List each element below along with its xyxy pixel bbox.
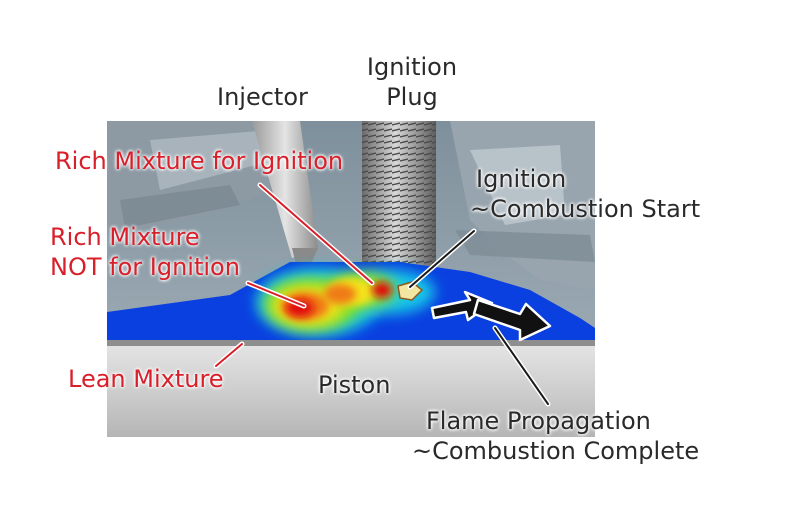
flame-propagation-label: Flame Propagation ~Combustion Complete <box>412 406 699 466</box>
ignition-plug-label-line2: Plug <box>386 83 438 111</box>
rich-mixture-blobs <box>256 268 435 336</box>
flame-propagation-label-line2: ~Combustion Complete <box>412 437 700 465</box>
ignition-plug-label-line1: Ignition <box>366 53 458 81</box>
flame-propagation-arrow <box>430 290 552 342</box>
ignition-spark-icon <box>397 281 424 301</box>
ignition-plug-label: Ignition Plug <box>352 52 472 112</box>
ignition-start-label: Ignition ~Combustion Start <box>470 164 700 224</box>
injector-label: Injector <box>217 83 308 111</box>
rich-mixture-not-label-line2: NOT for Ignition <box>50 253 240 281</box>
ignition-start-label-line1: Ignition <box>476 165 567 193</box>
rich-mixture-not-label-line1: Rich Mixture <box>50 223 200 251</box>
leader-lines <box>213 182 551 407</box>
ignition-start-label-line2: ~Combustion Start <box>470 195 701 223</box>
rich-mixture-not-ignition-label: Rich Mixture NOT for Ignition <box>50 222 240 282</box>
rich-mixture-ignition-label: Rich Mixture for Ignition <box>55 147 344 175</box>
piston-label: Piston <box>318 371 391 399</box>
lean-mixture-label: Lean Mixture <box>68 365 224 393</box>
flame-propagation-label-line1: Flame Propagation <box>426 407 651 435</box>
